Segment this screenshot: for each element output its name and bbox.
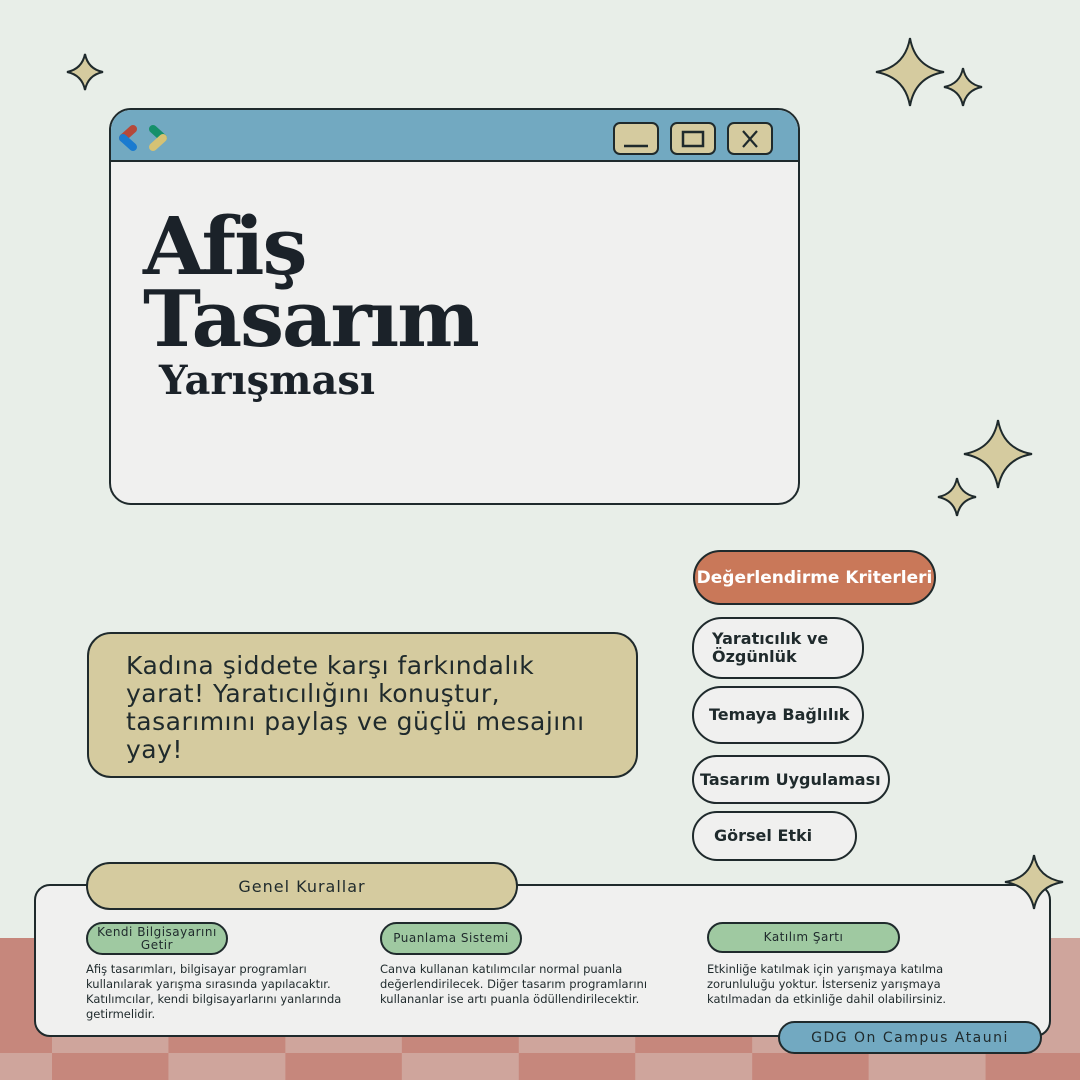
close-icon — [742, 129, 758, 148]
sparkle-icon — [875, 37, 945, 107]
close-button[interactable] — [727, 122, 773, 155]
rule-text: Afiş tasarımları, bilgisayar programları… — [86, 962, 342, 1021]
title-line-3: Yarışması — [159, 357, 376, 404]
criteria-item: Tasarım Uygulaması — [692, 755, 890, 804]
sparkle-icon — [1004, 854, 1064, 910]
maximize-button[interactable] — [670, 122, 716, 155]
criteria-item: Yaratıcılık ve Özgünlük — [692, 617, 864, 679]
message-box: Kadına şiddete karşı farkındalık yarat! … — [87, 632, 638, 778]
rule-text: Canva kullanan katılımcılar normal puanl… — [380, 962, 648, 1006]
maximize-icon — [681, 130, 705, 147]
sparkle-icon — [943, 67, 983, 107]
criteria-heading: Değerlendirme Kriterleri — [693, 550, 936, 605]
title-line-2: Tasarım — [143, 274, 480, 365]
criteria-item: Görsel Etki — [692, 811, 857, 861]
window-titlebar — [111, 110, 798, 162]
sparkle-icon — [963, 419, 1033, 489]
criteria-item: Temaya Bağlılık — [692, 686, 864, 744]
minimize-icon — [624, 144, 648, 147]
sparkle-icon — [937, 477, 977, 517]
gdg-logo-icon — [119, 125, 167, 151]
rule-title: Kendi Bilgisayarını Getir — [86, 922, 228, 955]
rules-panel — [34, 884, 1051, 1037]
rule-title: Puanlama Sistemi — [380, 922, 522, 955]
title-line-1: Afiş — [143, 199, 308, 293]
sparkle-icon — [66, 53, 104, 91]
app-window: Afiş Tasarım Yarışması — [109, 108, 800, 505]
organizer-badge: GDG On Campus Atauni — [778, 1021, 1042, 1054]
rules-heading: Genel Kurallar — [86, 862, 518, 910]
rule-title: Katılım Şartı — [707, 922, 900, 953]
minimize-button[interactable] — [613, 122, 659, 155]
rule-text: Etkinliğe katılmak için yarışmaya katılm… — [707, 962, 947, 1006]
